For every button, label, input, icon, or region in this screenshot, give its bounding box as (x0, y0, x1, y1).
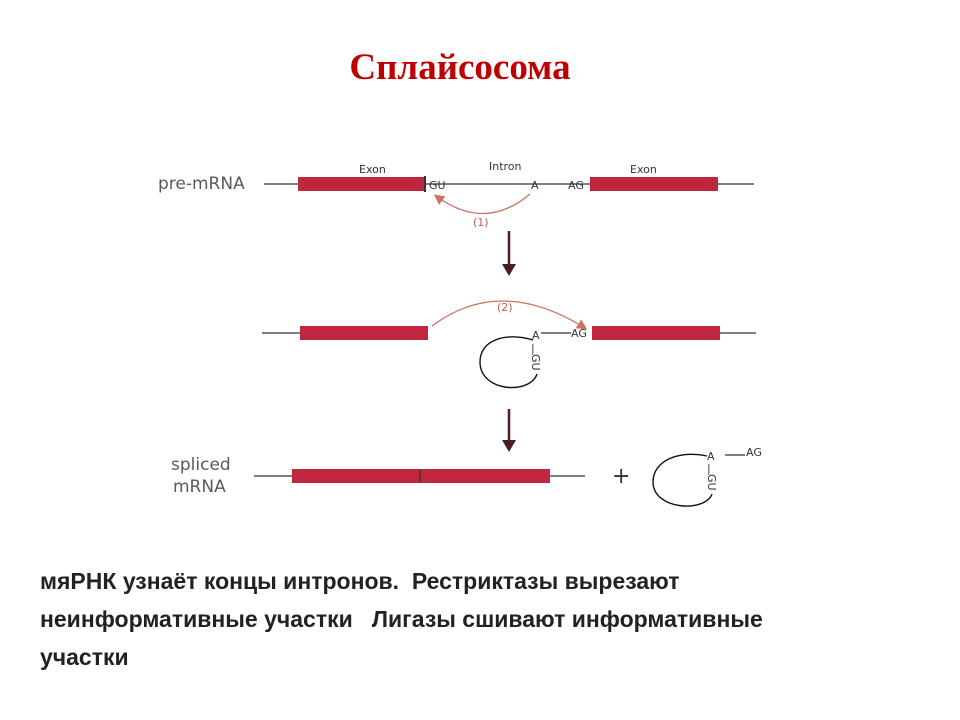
caption: мяРНК узнаёт концы интронов. Рестриктазы… (40, 562, 930, 676)
ag-site-label: AG (568, 179, 584, 192)
premrna-label: pre-mRNA (158, 174, 245, 194)
spliced-label-line2: mRNA (173, 477, 226, 497)
step1-label: (1) (473, 216, 489, 229)
exon-2-block (590, 177, 718, 191)
intron-boundary-mark (424, 176, 426, 192)
lariat-gu-label: GU (529, 354, 542, 371)
excised-gu-label: GU (705, 474, 718, 491)
spliced-exons (292, 469, 550, 483)
caption-line-2: неинформативные участки Лигазы сшивают и… (40, 606, 763, 632)
down-arrow-2-head (502, 440, 516, 452)
down-arrow-1-head (502, 264, 516, 276)
caption-line-1: мяРНК узнаёт концы интронов. Рестриктазы… (40, 568, 680, 594)
intermediate-exon-2 (592, 326, 720, 340)
branch-a-label: A (531, 179, 539, 192)
spliced-label-line1: spliced (171, 455, 231, 475)
intermediate-ag-label: AG (571, 327, 587, 340)
exon-label-2: Exon (630, 163, 657, 176)
gu-site-label: GU (429, 179, 446, 192)
lariat-a-label: A (532, 329, 540, 342)
lariat-dash: | (531, 342, 535, 355)
excised-dash: | (707, 462, 711, 475)
excised-a-label: A (707, 450, 715, 463)
exon-1-block (298, 177, 424, 191)
exon-label-1: Exon (359, 163, 386, 176)
step2-label: (2) (497, 301, 513, 314)
lariat-loop (479, 336, 538, 389)
caption-line-3: участки (40, 644, 129, 670)
step2-curve-arrow (431, 300, 588, 330)
excised-ag-label: AG (746, 446, 762, 459)
step1-curve-arrow (433, 193, 531, 215)
intermediate-exon-1 (300, 326, 428, 340)
slide-title: Сплайсосома (349, 47, 571, 88)
intron-label: Intron (489, 160, 522, 173)
plus-sign: + (612, 464, 630, 489)
excised-lariat-loop (652, 453, 713, 507)
